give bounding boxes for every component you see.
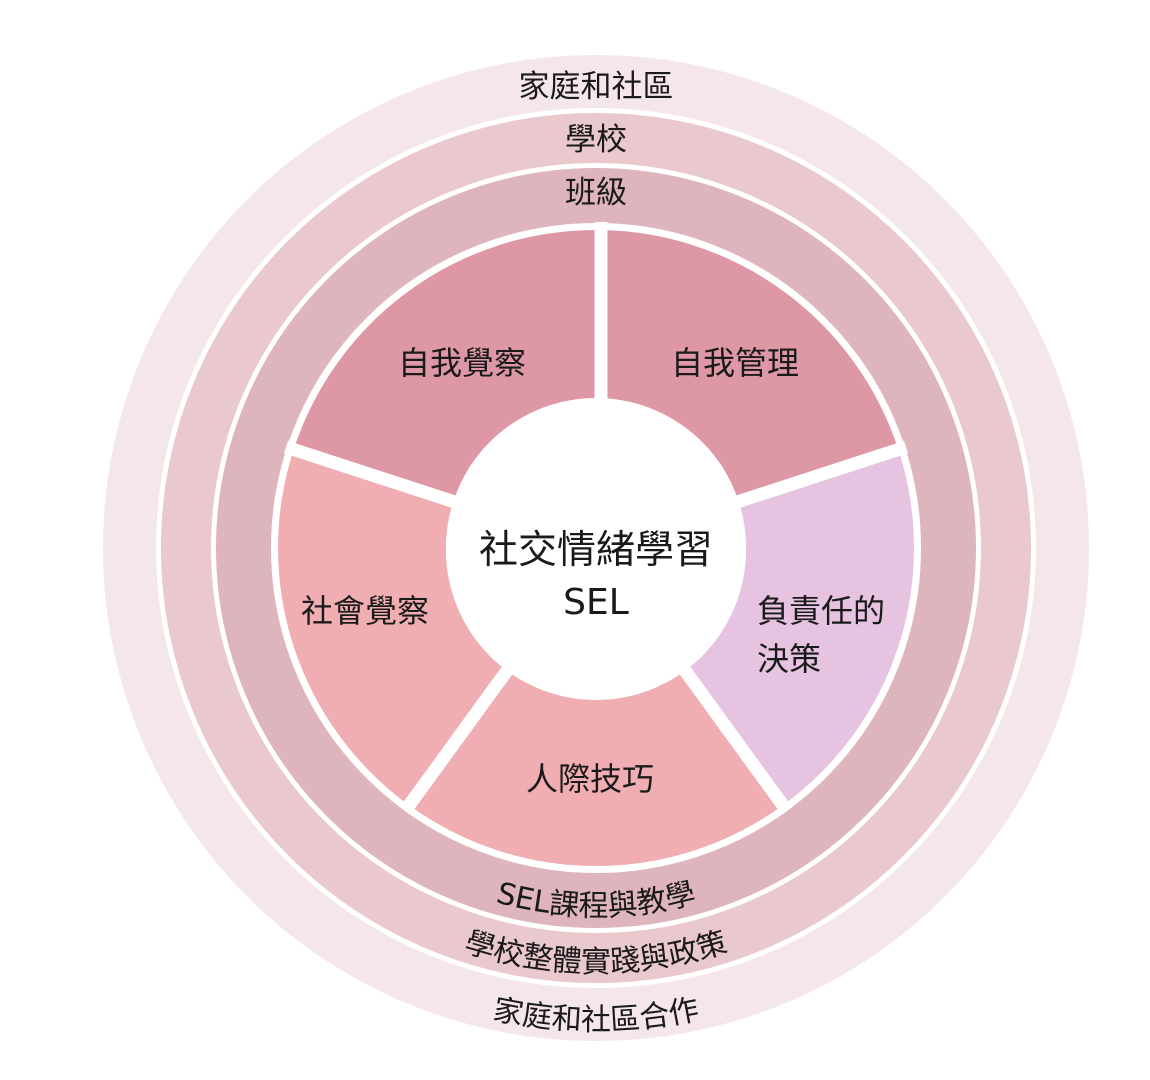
label-social-awareness: 社會覺察 bbox=[301, 592, 429, 630]
ring-family-community bbox=[103, 55, 1089, 1041]
slice-relationship-skills bbox=[409, 669, 783, 867]
ring-label-school: 學校 bbox=[565, 122, 627, 158]
label-responsible-decision-line1: 負責任的 bbox=[757, 592, 885, 630]
center-title: 社交情緒學習 bbox=[479, 528, 713, 573]
slice-responsible-decision-making bbox=[684, 449, 914, 806]
ring-classroom bbox=[216, 168, 976, 928]
center-subtitle: SEL bbox=[563, 582, 629, 623]
ring-label-classroom: 班級 bbox=[565, 175, 627, 211]
label-self-management: 自我管理 bbox=[671, 344, 799, 382]
center-hub bbox=[446, 400, 746, 700]
label-responsible-decision-line2: 決策 bbox=[757, 640, 821, 678]
label-self-awareness: 自我覺察 bbox=[398, 344, 526, 382]
slice-self-management bbox=[596, 230, 899, 502]
ring-school bbox=[161, 113, 1031, 983]
slice-social-awareness bbox=[278, 449, 508, 806]
slice-self-awareness bbox=[293, 230, 596, 502]
ring-label-family-community: 家庭和社區 bbox=[519, 69, 674, 105]
label-relationship-skills: 人際技巧 bbox=[526, 760, 654, 798]
